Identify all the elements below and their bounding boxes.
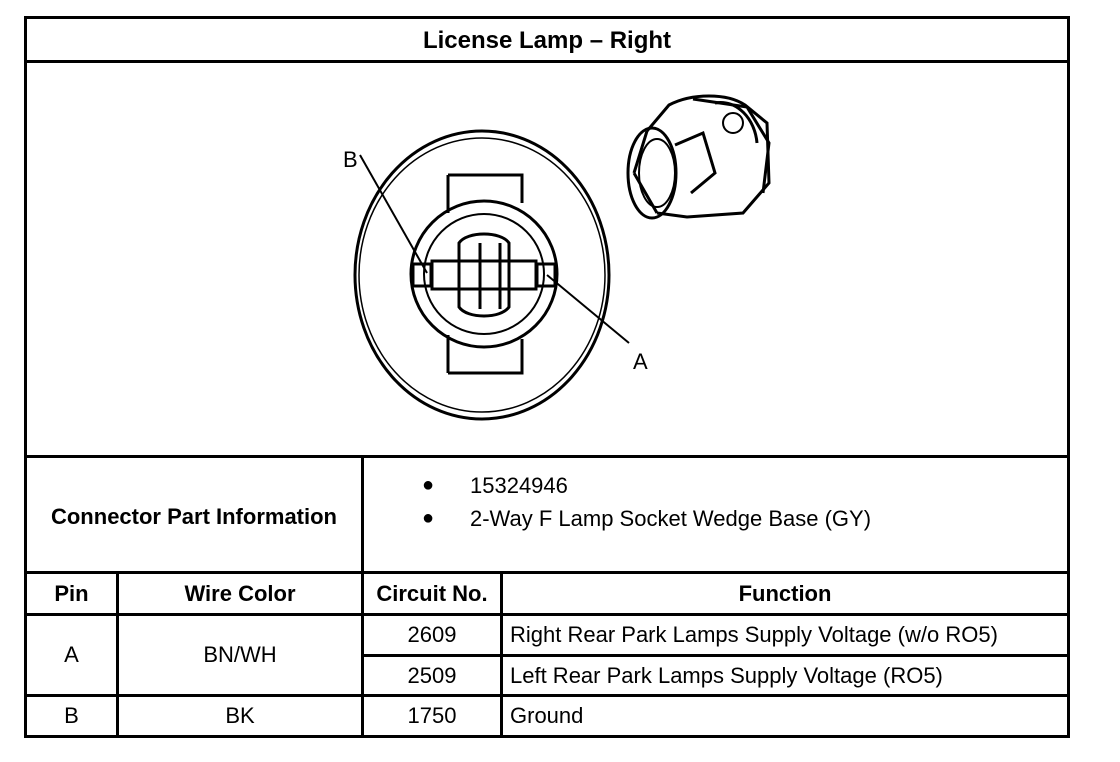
lamp-socket-illustration — [626, 94, 771, 220]
table-cell-circuit: 2509 — [407, 662, 457, 688]
connector-part-info-label: Connector Part Information — [50, 503, 337, 529]
divider — [27, 571, 1067, 574]
connector-sheet: License Lamp – Right — [24, 16, 1070, 738]
divider — [361, 456, 364, 573]
header-circuit-no: Circuit No. — [376, 580, 488, 606]
part-number: 15324946 — [470, 472, 568, 498]
connector-part-info-list: ● 15324946 ● 2-Way F Lamp Socket Wedge B… — [422, 469, 871, 535]
header-wire-color: Wire Color — [184, 580, 296, 606]
table-cell-wire-color: BN/WH — [203, 642, 277, 667]
connector-figure: B A — [27, 63, 1067, 456]
table-cell-function: Ground — [510, 703, 584, 728]
divider — [27, 694, 1067, 697]
table-cell-function: Right Rear Park Lamps Supply Voltage (w/… — [510, 622, 998, 647]
table-cell-pin: A — [64, 642, 79, 667]
page-title: License Lamp – Right — [422, 26, 672, 54]
table-cell-circuit: 2609 — [407, 622, 457, 647]
divider — [27, 613, 1067, 616]
table-cell-function: Left Rear Park Lamps Supply Voltage (RO5… — [510, 662, 943, 688]
divider — [27, 60, 1067, 63]
callout-a-leader — [546, 274, 630, 344]
divider — [116, 572, 119, 738]
divider — [27, 455, 1067, 458]
table-cell-circuit: 1750 — [407, 703, 457, 728]
part-description: 2-Way F Lamp Socket Wedge Base (GY) — [470, 505, 872, 531]
header-pin: Pin — [54, 580, 89, 606]
list-item: ● 15324946 — [422, 469, 871, 502]
outer-housing-ring — [353, 129, 611, 421]
bullet-icon: ● — [422, 474, 435, 496]
table-cell-wire-color: BK — [225, 703, 255, 728]
callout-b-leader — [359, 154, 428, 274]
table-cell-pin: B — [64, 703, 79, 728]
socket-ring — [409, 199, 559, 349]
header-function: Function — [738, 580, 832, 606]
divider — [361, 654, 1067, 657]
connector-face-drawing: B A — [343, 94, 771, 421]
callout-a-label: A — [633, 349, 648, 374]
bullet-icon: ● — [422, 507, 435, 529]
callout-b-label: B — [343, 147, 358, 172]
list-item: ● 2-Way F Lamp Socket Wedge Base (GY) — [422, 502, 871, 535]
